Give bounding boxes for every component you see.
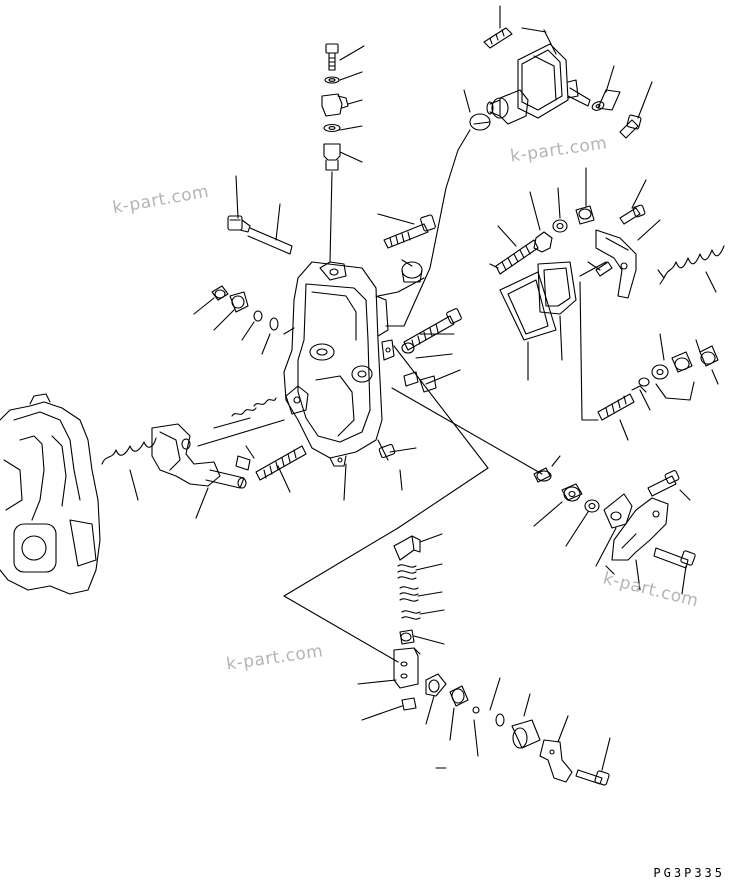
drawing-code: PG3P335 bbox=[653, 866, 725, 880]
link-bracket-group bbox=[533, 455, 696, 595]
governor-lever bbox=[101, 397, 307, 519]
solenoid-assembly bbox=[385, 5, 653, 327]
assembly-leader-lines bbox=[283, 345, 543, 663]
governor-housing bbox=[283, 261, 395, 467]
small-parts-left bbox=[193, 285, 295, 355]
adjust-screw-group bbox=[401, 167, 725, 441]
injection-pump-body bbox=[0, 393, 101, 595]
top-bolt-stack bbox=[321, 43, 365, 263]
lever-spring-group bbox=[357, 533, 611, 786]
pin-group-upper-left bbox=[227, 175, 293, 255]
bolt-and-cap-center bbox=[377, 213, 436, 297]
